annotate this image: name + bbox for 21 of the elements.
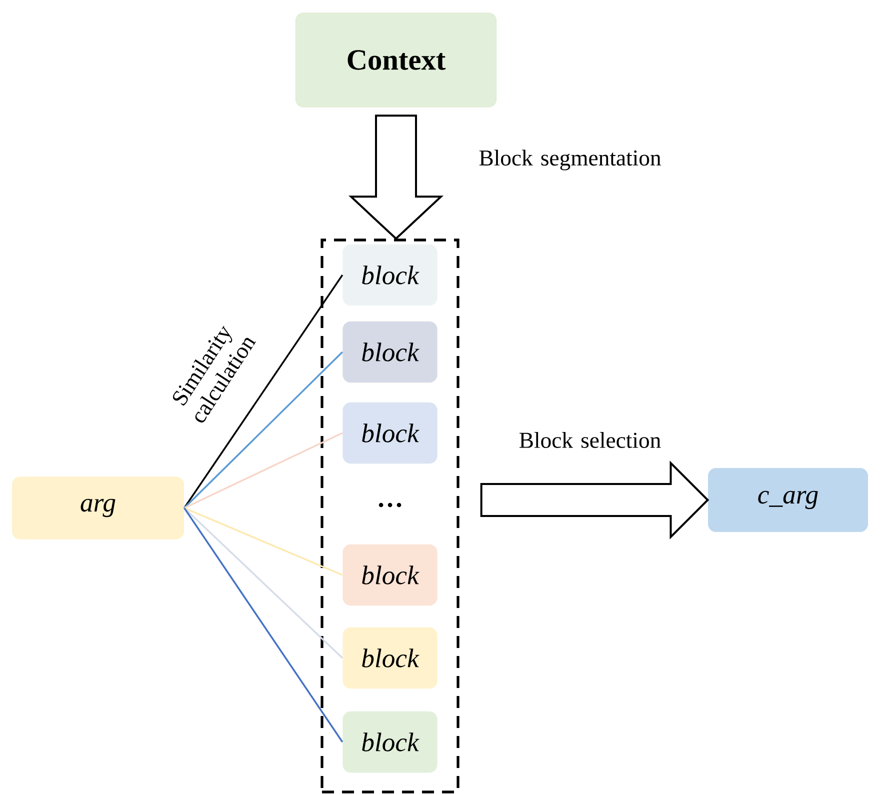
- block-box: block: [342, 711, 438, 773]
- edge-label: Block segmentation: [479, 150, 661, 170]
- block-box: block: [342, 627, 438, 689]
- context-box: Context: [295, 12, 497, 108]
- block-box: arg: [12, 476, 184, 540]
- connector-line: [184, 508, 344, 742]
- ellipsis: …: [378, 502, 402, 508]
- edge-label: Block selection: [520, 432, 661, 448]
- block-box: block: [342, 544, 438, 606]
- block-arrow: [348, 114, 444, 240]
- connector-line: [184, 507, 343, 659]
- dashed-container: [320, 238, 460, 794]
- block-box: block: [342, 321, 438, 383]
- connector-line: [184, 274, 344, 508]
- block-box: block: [342, 402, 438, 464]
- block-box: block: [342, 244, 438, 306]
- block-arrow: [480, 460, 710, 540]
- connector-line: [184, 507, 343, 576]
- connector-line: [184, 432, 343, 509]
- block-box: c_arg: [708, 468, 868, 532]
- connector-line: [184, 351, 344, 509]
